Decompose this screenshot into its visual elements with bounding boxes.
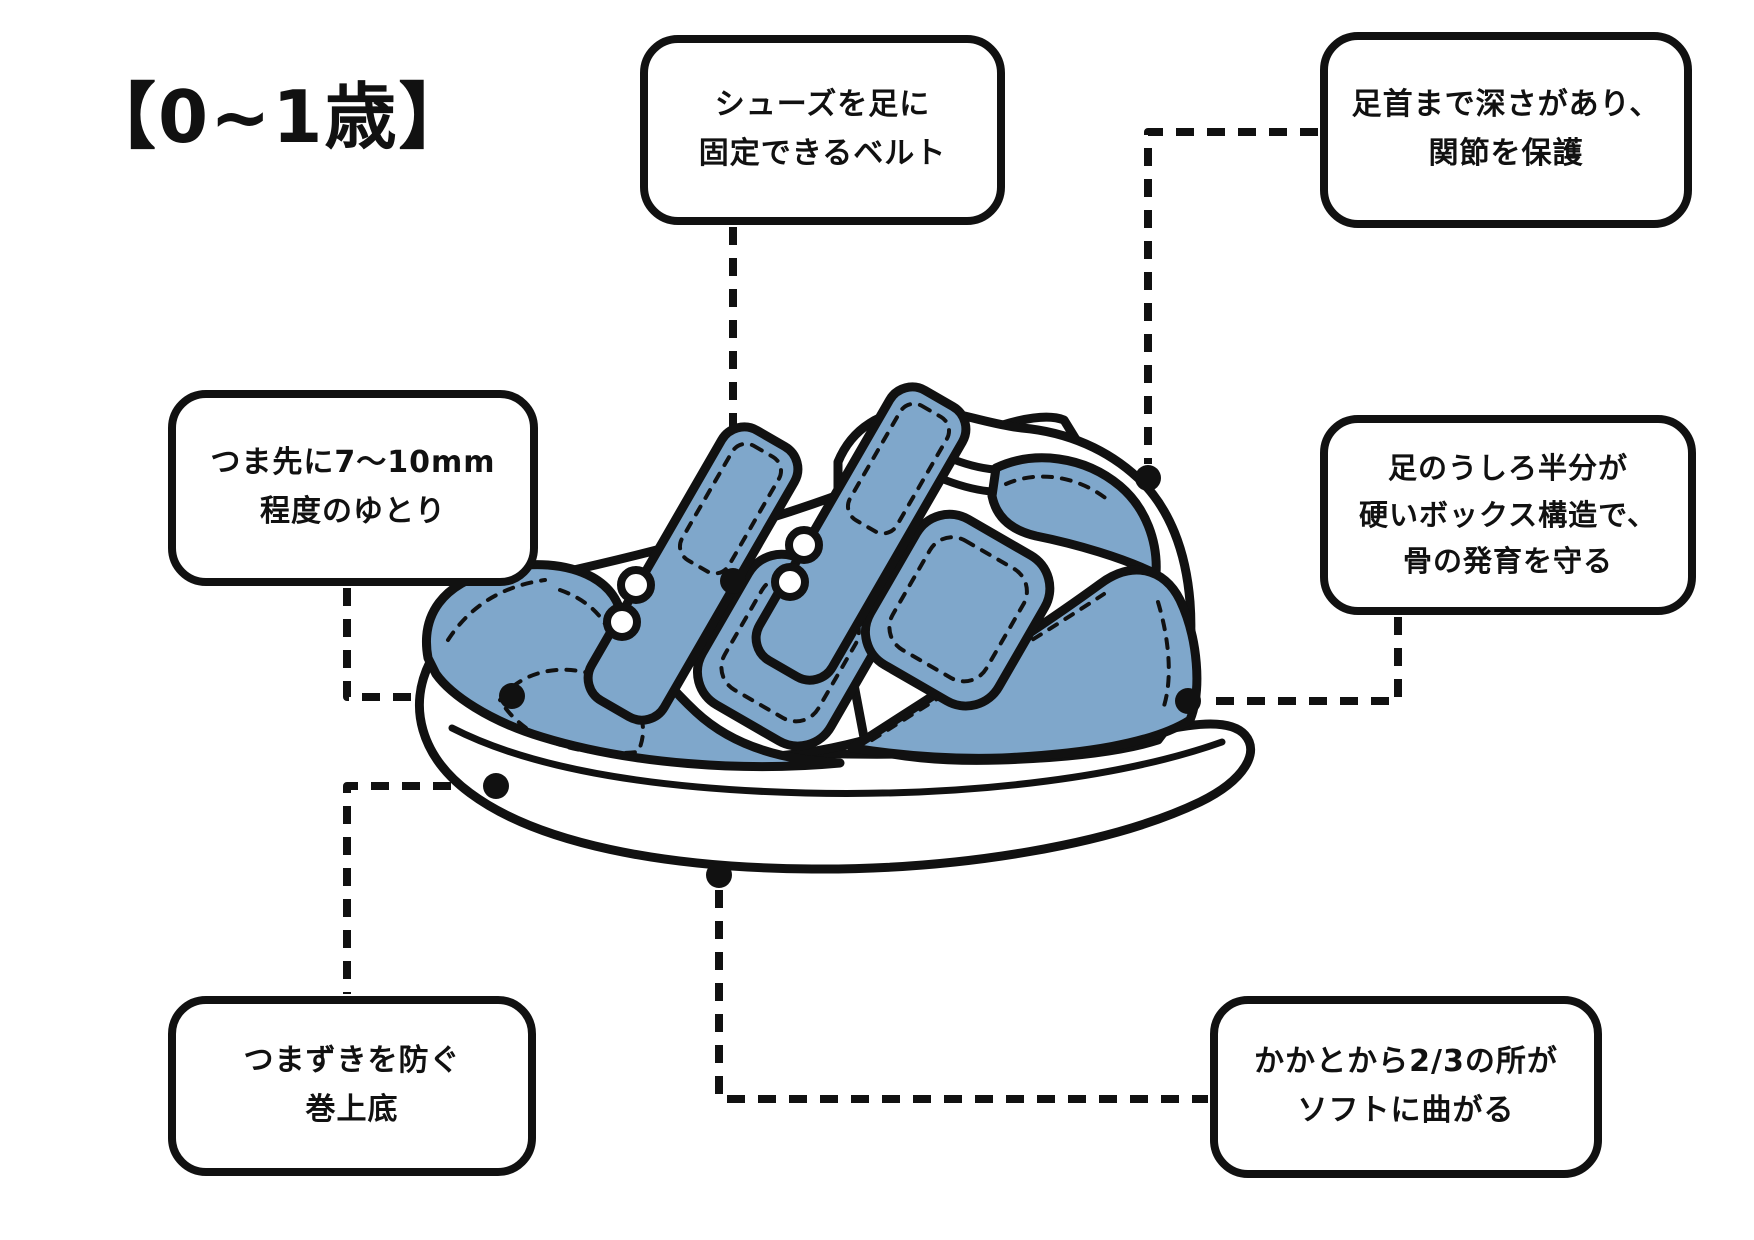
- connector-heel-box: [1204, 617, 1402, 705]
- page-title: 【0~1歳】: [84, 75, 473, 159]
- callout-text-line: 硬いボックス構造で、: [1359, 497, 1657, 532]
- sole-seam: [448, 724, 1226, 797]
- connector-rolled-sole: [343, 782, 482, 994]
- strap-front: [583, 422, 803, 725]
- callout-text-line: 足首まで深さがあり、: [1351, 87, 1661, 123]
- callout-heel-box-structure: 足のうしろ半分が 硬いボックス構造で、 骨の発育を守る: [1320, 415, 1696, 615]
- callout-text-line: かかとから2/3の所が: [1254, 1044, 1558, 1080]
- callout-flex-point: かかとから2/3の所が ソフトに曲がる: [1210, 996, 1602, 1178]
- connector-flex-point: [715, 890, 1208, 1103]
- callout-text-line: 固定できるベルト: [698, 136, 947, 171]
- callout-text-line: 骨の発育を守る: [1402, 544, 1613, 579]
- callout-text-line: ソフトに曲がる: [1297, 1093, 1515, 1128]
- dot-flex-point: [706, 862, 732, 888]
- callout-rolled-sole: つまずきを防ぐ 巻上底: [168, 996, 536, 1176]
- connector-dots: [483, 465, 1201, 888]
- callout-text-line: 程度のゆとり: [260, 494, 446, 529]
- dot-heel-box: [1175, 688, 1201, 714]
- callout-text-line: シューズを足に: [714, 87, 931, 123]
- connector-toe-room: [343, 588, 498, 701]
- callout-text-line: 関節を保護: [1428, 136, 1584, 171]
- callout-text-line: 足のうしろ半分が: [1387, 450, 1628, 485]
- dot-rolled-sole: [483, 773, 509, 799]
- strap-back-tab: [860, 509, 1055, 711]
- callout-text-line: 巻上底: [305, 1092, 399, 1127]
- callout-toe-room: つま先に7〜10mm 程度のゆとり: [168, 390, 538, 586]
- strap-buckles: [603, 526, 823, 641]
- callout-text-line: つま先に7〜10mm: [210, 445, 496, 481]
- connector-ankle: [1144, 128, 1318, 464]
- callout-text-line: つまずきを防ぐ: [243, 1043, 461, 1079]
- dot-ankle: [1135, 465, 1161, 491]
- dot-toe-room: [499, 683, 525, 709]
- callout-ankle-depth: 足首まで深さがあり、 関節を保護: [1320, 32, 1692, 228]
- callout-strap-belt: シューズを足に 固定できるベルト: [640, 35, 1005, 225]
- dot-strap: [720, 568, 746, 594]
- strap-back: [751, 382, 971, 685]
